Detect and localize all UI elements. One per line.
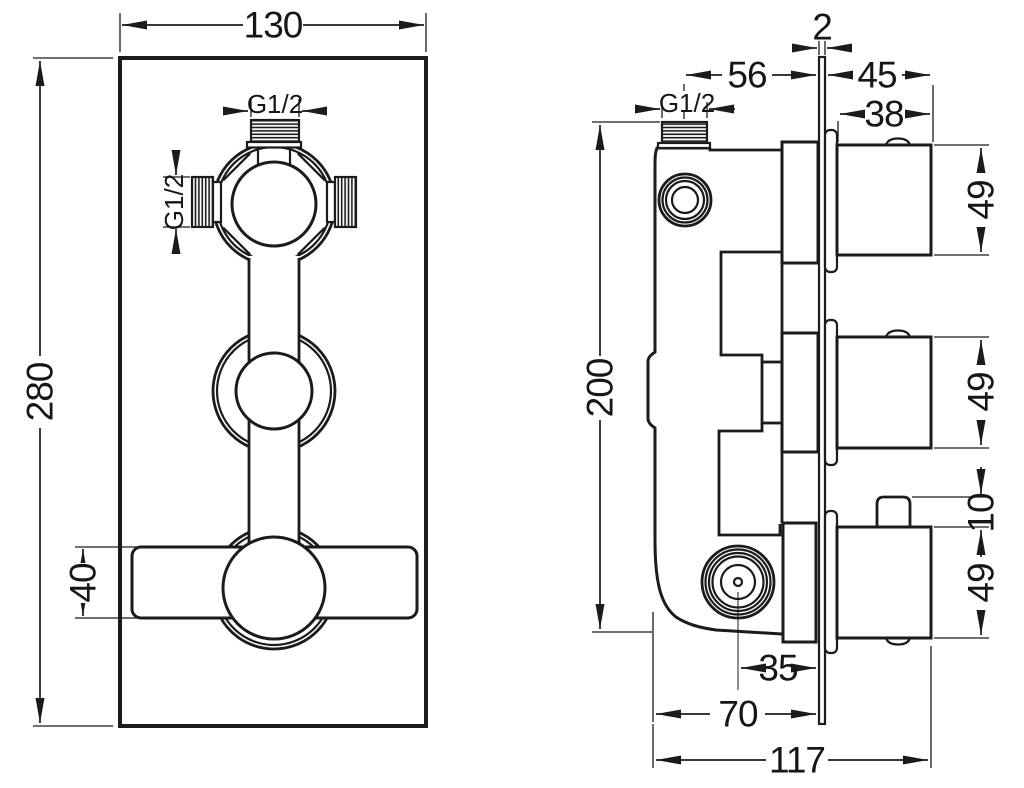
top-port-thread-front (249, 118, 301, 144)
side-port-thread-label: G1/2 (159, 174, 189, 230)
dim-outlet-to-plate: 35 (737, 592, 816, 690)
bottom-escutcheon (823, 509, 839, 655)
side-top-port-thread-label: G1/2 (659, 88, 715, 118)
top-cartridge-block (780, 140, 820, 265)
top-knob-face (230, 160, 318, 248)
dim-middle-knob-height: 49 (934, 336, 1002, 449)
nub-height-label: 10 (961, 493, 1002, 533)
top-port-neck (256, 148, 292, 164)
body-step-lower (717, 423, 782, 537)
dim-lever-height: 40 (63, 546, 137, 619)
left-port-thread (190, 175, 215, 229)
side-view: 2 56 45 38 G1/2 (580, 7, 1002, 781)
right-port-thread (333, 175, 358, 229)
outlet-to-plate-label: 35 (758, 648, 798, 689)
bottom-knob-height-label: 49 (961, 563, 1002, 602)
port-axis-to-plate-label: 56 (727, 55, 766, 96)
middle-cartridge-stem (760, 360, 784, 425)
body-to-plate-label: 70 (718, 694, 758, 735)
plate-to-knob-face-label: 45 (857, 55, 897, 96)
body-step-top (708, 148, 782, 152)
bottom-knob-button (884, 637, 912, 646)
dim-total-depth: 117 (652, 646, 932, 781)
front-view: 130 280 G1/2 G1/2 40 (20, 5, 428, 728)
middle-knob-button (884, 329, 912, 338)
dim-plate-to-knob-face: 45 (828, 55, 934, 142)
middle-knob-side (835, 335, 933, 450)
inlet-boss (657, 172, 713, 228)
middle-knob-height-label: 49 (961, 372, 1002, 411)
dim-plate-thickness: 2 (792, 7, 852, 55)
top-knob-button (884, 137, 912, 146)
top-ring-chamfers (222, 152, 326, 256)
total-depth-label: 117 (769, 740, 825, 781)
lever-height-label: 40 (63, 563, 104, 603)
top-escutcheon (823, 128, 839, 274)
top-port-collar-side (656, 141, 712, 150)
dim-nub-height: 10 (912, 467, 1002, 533)
plate-thickness-label: 2 (812, 7, 832, 48)
dim-body-height: 200 (580, 121, 660, 633)
top-knob-height-label: 49 (961, 180, 1002, 219)
lever-nub-side (875, 495, 912, 527)
overall-height-label: 280 (20, 362, 61, 421)
dim-top-port-thread: G1/2 (223, 89, 327, 119)
top-port-collar-front (245, 140, 303, 149)
dim-port-axis-to-plate: 56 (683, 55, 816, 119)
valve-body-outline (646, 146, 783, 636)
dim-side-top-port-thread: G1/2 (635, 88, 735, 118)
top-port-thread-label: G1/2 (247, 89, 303, 119)
dim-top-knob-height: 49 (934, 144, 1002, 256)
bottom-cartridge-block (781, 521, 818, 644)
top-knob-side (835, 143, 933, 257)
body-height-label: 200 (580, 358, 621, 417)
right-port-collar (325, 180, 337, 224)
dim-overall-height: 280 (20, 57, 113, 727)
dim-overall-width: 130 (119, 5, 427, 52)
middle-knob-face (234, 351, 314, 431)
bottom-knob-face (221, 535, 327, 641)
body-step-middle (719, 250, 782, 362)
dim-side-port-thread: G1/2 (159, 150, 190, 254)
dim-body-to-plate: 70 (652, 612, 816, 735)
dim-bottom-knob-height: 49 (934, 530, 1002, 639)
left-port-collar (211, 180, 223, 224)
dim-knob-length: 38 (837, 94, 930, 142)
bottom-knob-side (835, 525, 933, 640)
top-port-thread-side (660, 120, 709, 145)
overall-width-label: 130 (244, 5, 303, 46)
knob-length-label: 38 (864, 94, 903, 135)
middle-escutcheon (823, 318, 839, 467)
middle-cartridge-block (780, 331, 820, 454)
